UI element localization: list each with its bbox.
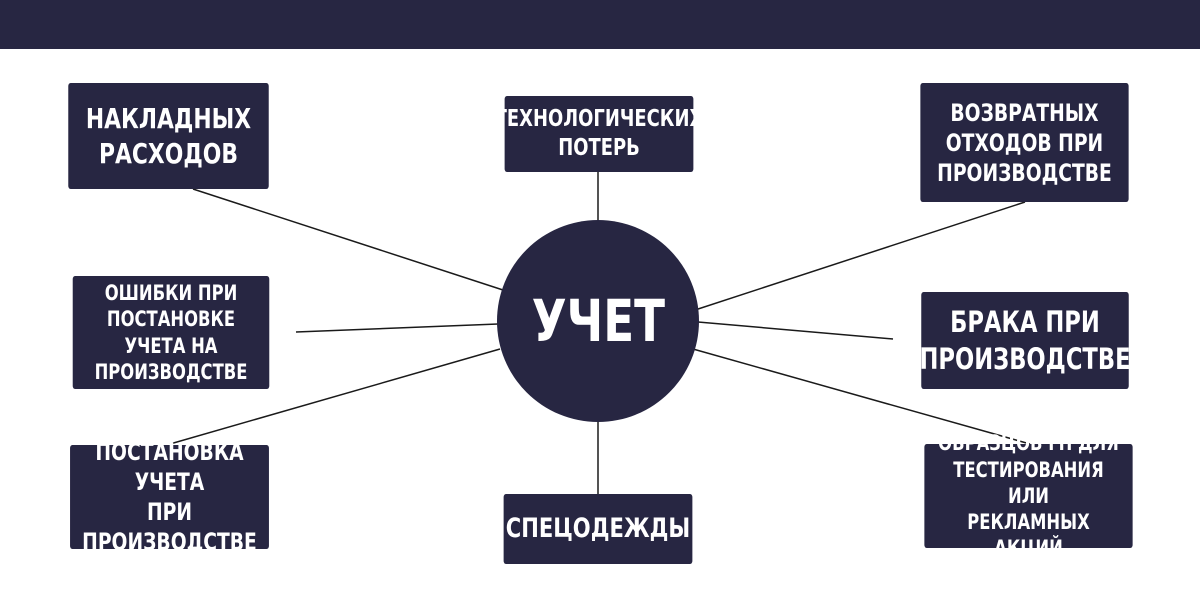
node-overhead-label: НАКЛАДНЫХ РАСХОДОВ [85,102,252,170]
node-returnable-waste: ВОЗВРАТНЫХ ОТХОДОВ ПРИ ПРОИЗВОДСТВЕ [920,83,1129,202]
connector-overhead [192,188,504,291]
node-tech-losses: ТЕХНОЛОГИЧЕСКИХ ПОТЕРЬ [495,96,703,172]
node-samples-label: ОБРАЗЦОВ ГП ДЛЯ ТЕСТИРОВАНИЯ ИЛИ РЕКЛАМН… [938,431,1119,561]
node-setup-label: ПОСТАНОВКА УЧЕТА ПРИ ПРОИЗВОДСТВЕ [82,438,257,556]
node-defects-label: БРАКА ПРИ ПРОИЗВОДСТВЕ [919,305,1131,376]
connector-errors [295,323,499,333]
node-workwear: СПЕЦОДЕЖДЫ [503,494,693,564]
center-label: УЧЕТ [531,287,665,355]
node-errors: ОШИБКИ ПРИ ПОСТАНОВКЕ УЧЕТА НА ПРОИЗВОДС… [72,276,270,389]
connector-returnable-waste [694,201,1026,311]
node-defects: БРАКА ПРИ ПРОИЗВОДСТВЕ [919,292,1131,389]
node-workwear-label: СПЕЦОДЕЖДЫ [505,513,691,545]
node-overhead: НАКЛАДНЫХ РАСХОДОВ [68,83,269,189]
connector-defects [697,321,894,340]
connector-samples [692,348,1031,445]
node-setup: ПОСТАНОВКА УЧЕТА ПРИ ПРОИЗВОДСТВЕ [70,438,269,556]
connector-setup [169,348,501,445]
node-errors-label: ОШИБКИ ПРИ ПОСТАНОВКЕ УЧЕТА НА ПРОИЗВОДС… [94,281,248,384]
center-node: УЧЕТ [497,220,699,422]
node-returnable-waste-label: ВОЗВРАТНЫХ ОТХОДОВ ПРИ ПРОИЗВОДСТВЕ [937,98,1112,187]
node-samples: ОБРАЗЦОВ ГП ДЛЯ ТЕСТИРОВАНИЯ ИЛИ РЕКЛАМН… [924,431,1133,560]
node-tech-losses-label: ТЕХНОЛОГИЧЕСКИХ ПОТЕРЬ [494,106,704,161]
top-banner [0,0,1200,49]
